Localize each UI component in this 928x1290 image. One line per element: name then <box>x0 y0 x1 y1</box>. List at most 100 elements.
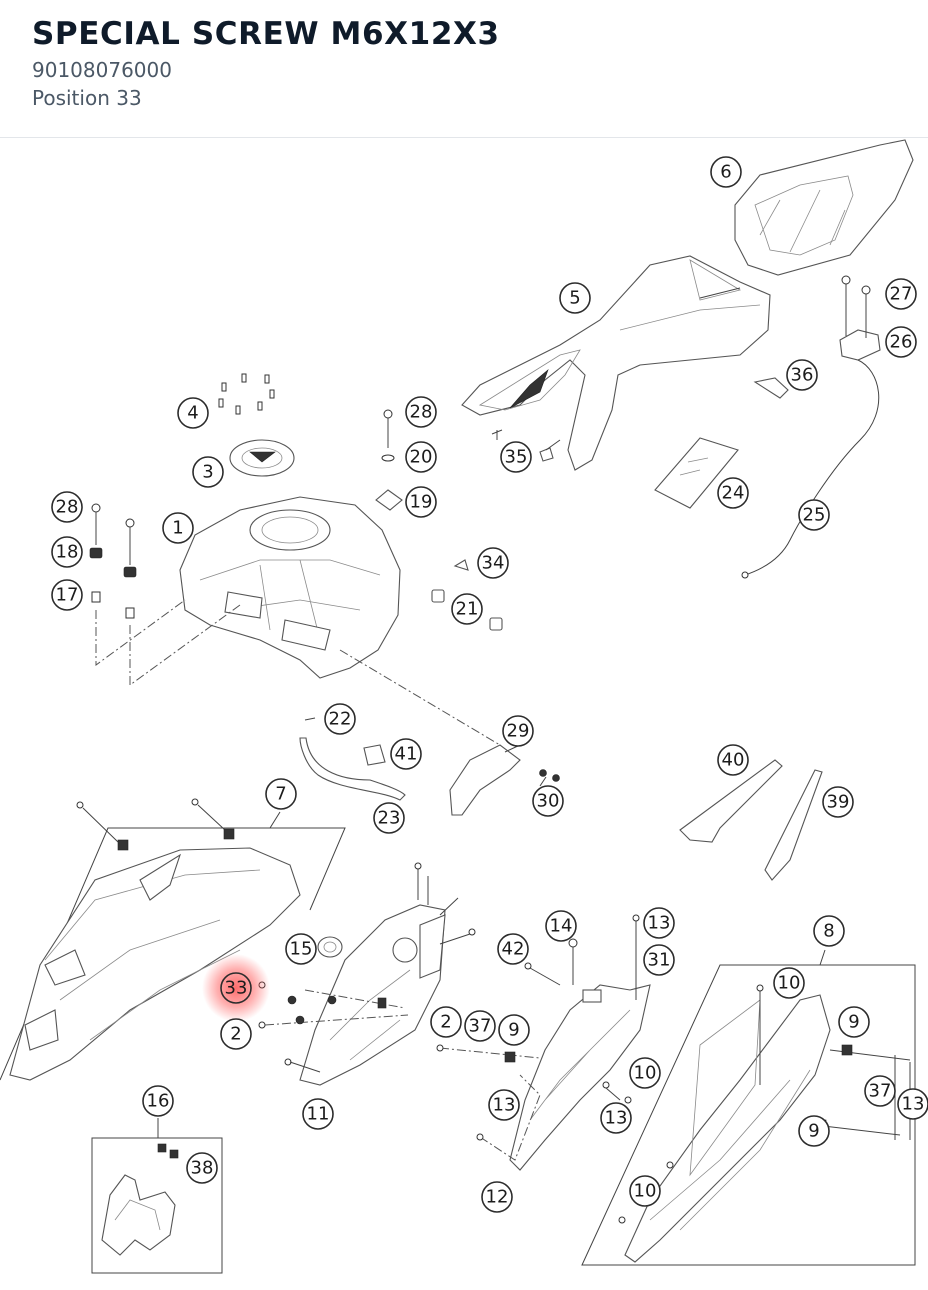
svg-text:12: 12 <box>486 1187 509 1208</box>
callout-9-b[interactable]: 9 <box>838 1006 870 1038</box>
callout-35[interactable]: 35 <box>500 441 532 473</box>
svg-text:37: 37 <box>469 1016 492 1037</box>
svg-text:35: 35 <box>505 447 528 468</box>
callout-10-c[interactable]: 10 <box>629 1175 661 1207</box>
callout-1[interactable]: 1 <box>162 512 194 544</box>
svg-text:22: 22 <box>329 709 352 730</box>
callout-11[interactable]: 11 <box>302 1098 334 1130</box>
callout-8[interactable]: 8 <box>813 915 845 947</box>
svg-text:10: 10 <box>634 1181 657 1202</box>
svg-text:13: 13 <box>902 1094 925 1115</box>
highlight-glow <box>202 954 270 1022</box>
callout-12[interactable]: 12 <box>481 1181 513 1213</box>
svg-text:42: 42 <box>502 939 525 960</box>
callout-10-a[interactable]: 10 <box>629 1057 661 1089</box>
callout-10-b[interactable]: 10 <box>773 967 805 999</box>
svg-text:3: 3 <box>202 462 213 483</box>
callout-34[interactable]: 34 <box>477 547 509 579</box>
callout-37-b[interactable]: 37 <box>864 1075 896 1107</box>
svg-text:28: 28 <box>56 497 79 518</box>
callout-13-c[interactable]: 13 <box>600 1102 632 1134</box>
svg-text:25: 25 <box>803 505 826 526</box>
svg-text:13: 13 <box>648 913 671 934</box>
callout-7[interactable]: 7 <box>265 778 297 810</box>
callout-29[interactable]: 29 <box>502 715 534 747</box>
svg-text:9: 9 <box>808 1121 819 1142</box>
callout-26[interactable]: 26 <box>885 326 917 358</box>
callout-31[interactable]: 31 <box>643 944 675 976</box>
svg-text:34: 34 <box>482 553 505 574</box>
callout-38[interactable]: 38 <box>186 1152 218 1184</box>
svg-text:15: 15 <box>290 939 313 960</box>
callout-14[interactable]: 14 <box>545 910 577 942</box>
svg-text:30: 30 <box>537 791 560 812</box>
svg-text:14: 14 <box>550 916 573 937</box>
callout-21[interactable]: 21 <box>451 593 483 625</box>
svg-text:1: 1 <box>172 518 183 539</box>
callout-28-a[interactable]: 28 <box>51 491 83 523</box>
inner-panel-11-drawing <box>258 862 476 1086</box>
callout-13-b[interactable]: 13 <box>488 1089 520 1121</box>
callout-23[interactable]: 23 <box>373 802 405 834</box>
svg-text:18: 18 <box>56 542 79 563</box>
svg-text:24: 24 <box>722 483 745 504</box>
svg-text:16: 16 <box>147 1091 170 1112</box>
side-panel-12-drawing <box>436 914 651 1171</box>
callout-24[interactable]: 24 <box>717 477 749 509</box>
part-number: 90108076000 <box>32 58 172 82</box>
callout-42[interactable]: 42 <box>497 933 529 965</box>
callout-30[interactable]: 30 <box>532 785 564 817</box>
callout-9-c[interactable]: 9 <box>798 1115 830 1147</box>
callout-19[interactable]: 19 <box>405 486 437 518</box>
svg-text:5: 5 <box>569 288 580 309</box>
svg-text:23: 23 <box>378 808 401 829</box>
svg-text:2: 2 <box>440 1012 451 1033</box>
callout-20[interactable]: 20 <box>405 441 437 473</box>
callout-5[interactable]: 5 <box>559 282 591 314</box>
callout-6[interactable]: 6 <box>710 156 742 188</box>
svg-text:6: 6 <box>720 162 731 183</box>
callout-18[interactable]: 18 <box>51 536 83 568</box>
small-clips-drawing <box>431 429 554 631</box>
svg-text:20: 20 <box>410 447 433 468</box>
svg-text:29: 29 <box>507 721 530 742</box>
side-fairing-8-drawing <box>581 949 916 1266</box>
callout-28-b[interactable]: 28 <box>405 396 437 428</box>
callout-13-a[interactable]: 13 <box>643 907 675 939</box>
front-fairing-assembly-drawing <box>0 798 346 1081</box>
svg-text:40: 40 <box>722 750 745 771</box>
callout-2-a[interactable]: 2 <box>220 1018 252 1050</box>
callout-27[interactable]: 27 <box>885 278 917 310</box>
hose-bracket-drawing <box>299 717 560 816</box>
callout-39[interactable]: 39 <box>822 786 854 818</box>
seat-lock-drawing <box>654 275 881 579</box>
svg-text:10: 10 <box>778 973 801 994</box>
part-header: SPECIAL SCREW M6X12X3 90108076000 Positi… <box>0 0 928 138</box>
box-16-drawing <box>91 1118 223 1274</box>
svg-text:13: 13 <box>605 1108 628 1129</box>
callout-15[interactable]: 15 <box>285 933 317 965</box>
callout-9-a[interactable]: 9 <box>498 1014 530 1046</box>
svg-text:39: 39 <box>827 792 850 813</box>
svg-text:31: 31 <box>648 950 671 971</box>
exploded-parts-diagram: 1 2 2 3 4 5 6 7 8 9 9 9 10 10 10 11 12 1… <box>0 139 928 1274</box>
fuel-tank-drawing <box>179 496 401 679</box>
callout-22[interactable]: 22 <box>324 703 356 735</box>
callout-25[interactable]: 25 <box>798 499 830 531</box>
callout-16[interactable]: 16 <box>142 1085 174 1117</box>
callout-2-b[interactable]: 2 <box>430 1006 462 1038</box>
svg-text:13: 13 <box>493 1095 516 1116</box>
callouts: 1 2 2 3 4 5 6 7 8 9 9 9 10 10 10 11 12 1… <box>51 156 928 1213</box>
callout-3[interactable]: 3 <box>192 456 224 488</box>
callout-13-d[interactable]: 13 <box>897 1088 928 1120</box>
callout-36[interactable]: 36 <box>786 359 818 391</box>
callout-33[interactable]: 33 <box>220 972 252 1004</box>
callout-37-a[interactable]: 37 <box>464 1010 496 1042</box>
callout-41[interactable]: 41 <box>390 738 422 770</box>
svg-text:36: 36 <box>791 365 814 386</box>
callout-40[interactable]: 40 <box>717 744 749 776</box>
callout-4[interactable]: 4 <box>177 397 209 429</box>
rear-seat-drawing <box>734 139 914 276</box>
assembly-lines-tank <box>95 599 501 746</box>
callout-17[interactable]: 17 <box>51 579 83 611</box>
